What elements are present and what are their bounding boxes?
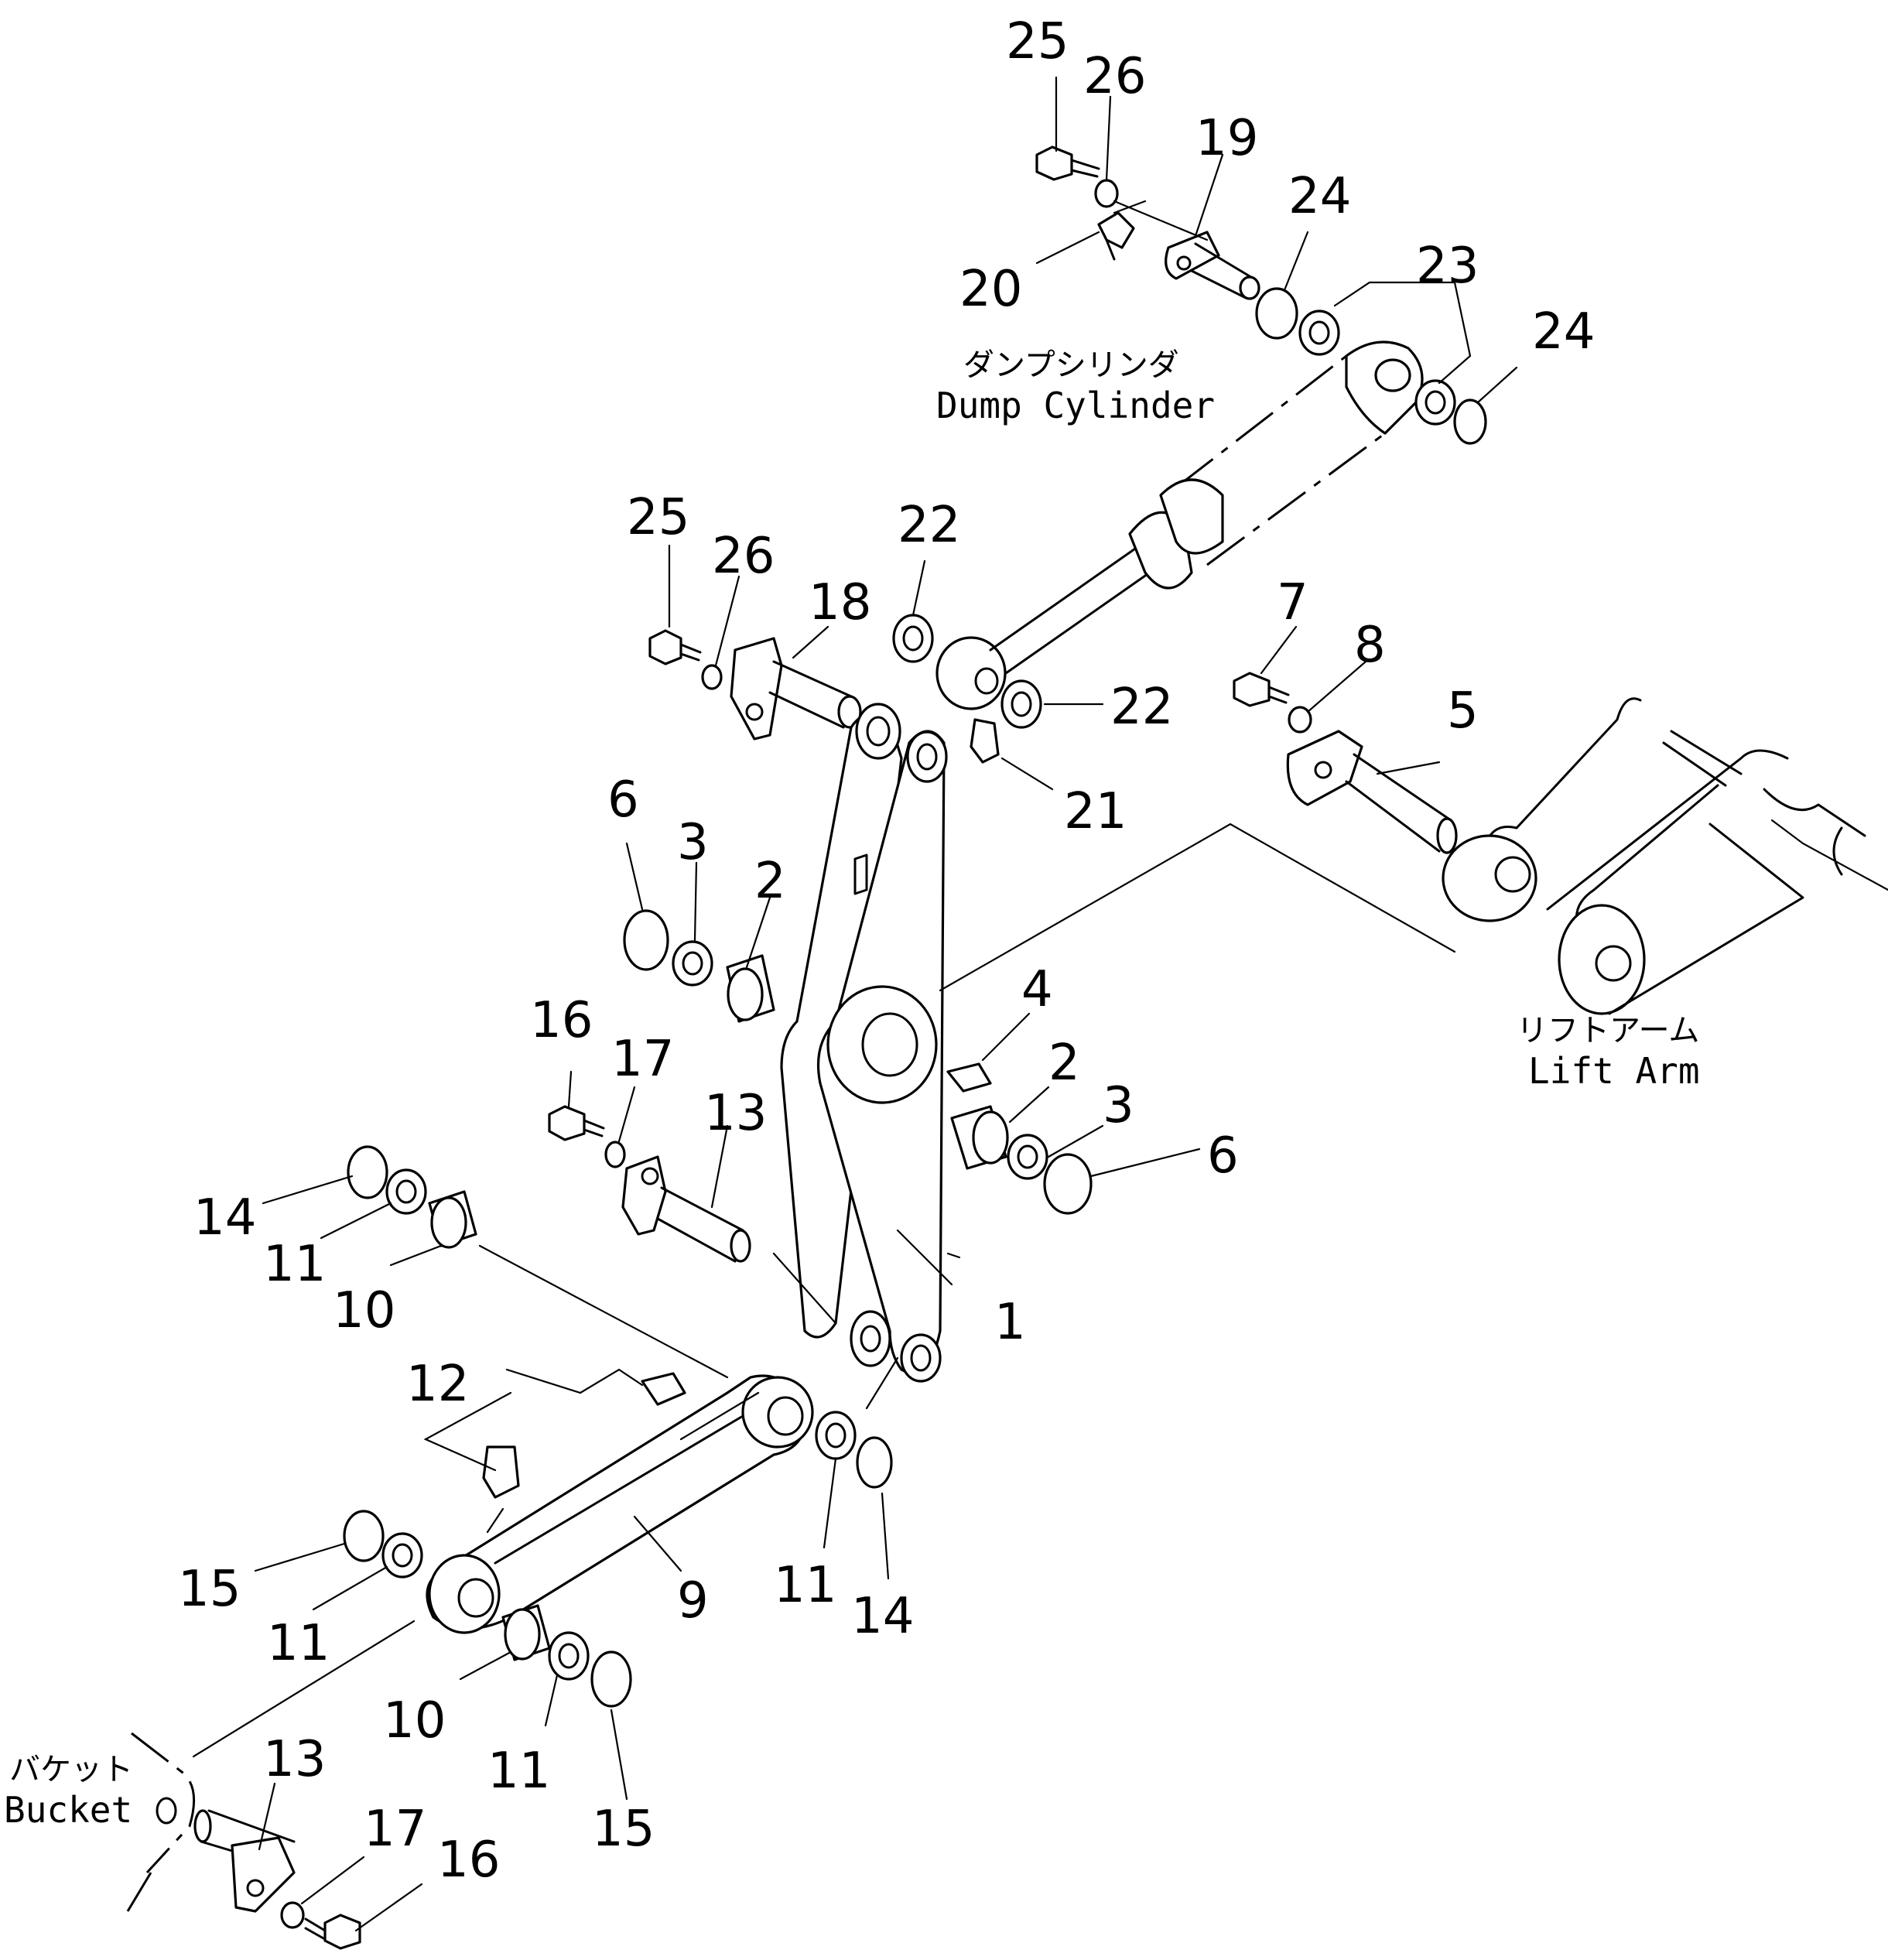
label-8: 8: [1354, 617, 1386, 674]
bushing-3-left: [672, 940, 713, 987]
label-3-left: 3: [677, 814, 709, 871]
label-25-middle: 25: [627, 489, 689, 546]
caption-bucket-jp: バケット: [9, 1752, 133, 1787]
pin-13-upper: [621, 1155, 751, 1263]
label-13-upper: 13: [704, 1085, 767, 1142]
label-9: 9: [677, 1572, 709, 1630]
caption-lift-arm-jp: リフトアーム: [1517, 1013, 1699, 1048]
seal-6-right: [1043, 1153, 1093, 1215]
washer-24-lower: [1453, 398, 1487, 445]
label-19: 19: [1195, 110, 1258, 167]
washer-17-lower: [280, 1901, 305, 1929]
seal-14-upper-left: [347, 1145, 388, 1199]
washer-26-middle: [701, 664, 723, 690]
bushing-23-lower: [1414, 379, 1456, 426]
bushing-3-right: [1007, 1134, 1048, 1180]
bucket-bracket: [126, 1732, 196, 1912]
label-14-upper-left: 14: [193, 1189, 256, 1247]
label-2-left: 2: [754, 853, 786, 910]
label-15-lower-left: 15: [178, 1561, 241, 1618]
label-26-top: 26: [1083, 48, 1146, 105]
label-21: 21: [1064, 783, 1127, 840]
grease-fitting-12-upper: [641, 1372, 686, 1406]
lift-arm: [1442, 697, 1888, 1015]
label-26-middle: 26: [712, 528, 775, 585]
part-number-labels: 25 26 19 24 20 23 24 25 26 18 22 22 21 7…: [178, 13, 1595, 1889]
bolt-25-top: [1035, 145, 1100, 181]
bushing-22-right: [1000, 679, 1042, 729]
washer-24-upper: [1255, 287, 1298, 340]
label-14-upper-right: 14: [851, 1588, 914, 1645]
label-10-upper: 10: [333, 1282, 395, 1339]
label-15-lower-right: 15: [592, 1801, 655, 1858]
seal-6-left: [623, 909, 669, 971]
label-17-lower: 17: [364, 1801, 426, 1858]
grease-fitting-4: [946, 1062, 992, 1093]
washer-26-top: [1094, 179, 1119, 208]
caption-lift-arm-en: Lift Arm: [1528, 1050, 1700, 1092]
label-24-upper: 24: [1288, 168, 1351, 225]
seal-14-upper-right: [856, 1436, 893, 1489]
bushing-2-left: [726, 954, 775, 1023]
label-2-right: 2: [1048, 1035, 1080, 1092]
label-13-lower: 13: [263, 1731, 326, 1788]
label-10-lower: 10: [383, 1692, 446, 1750]
label-1: 1: [994, 1294, 1026, 1351]
caption-bucket-en: Bucket: [4, 1789, 132, 1831]
label-6-right: 6: [1207, 1127, 1239, 1185]
pin-19: [1165, 231, 1260, 300]
pin-18: [730, 637, 862, 741]
label-3-right: 3: [1103, 1077, 1134, 1134]
label-12: 12: [406, 1356, 469, 1413]
bushing-11-lower-left: [381, 1532, 423, 1579]
label-11-upper-left: 11: [263, 1236, 326, 1293]
component-captions: ダンプシリンダ Dump Cylinder リフトアーム Lift Arm バケ…: [4, 347, 1700, 1831]
grease-fitting-21: [970, 718, 1000, 764]
pin-13-lower: [193, 1809, 296, 1913]
bell-crank-1: [780, 703, 948, 1383]
bolt-16-upper: [548, 1105, 605, 1141]
label-22-upper: 22: [898, 497, 960, 554]
bushing-22-left: [892, 614, 934, 663]
label-17-upper: 17: [611, 1031, 674, 1088]
bushing-23-upper: [1298, 310, 1340, 356]
bushing-2-right: [950, 1105, 1009, 1170]
label-16-upper: 16: [530, 992, 593, 1049]
dump-cylinder: [935, 340, 1424, 710]
grease-fitting-12-lower: [482, 1445, 520, 1499]
label-11-lower-right: 11: [487, 1743, 550, 1800]
bolt-16-lower: [304, 1914, 361, 1950]
label-4: 4: [1021, 961, 1053, 1018]
label-5: 5: [1447, 682, 1479, 740]
label-20: 20: [959, 261, 1022, 318]
seal-15-lower-left: [343, 1510, 385, 1562]
label-18: 18: [809, 574, 871, 631]
label-25-top: 25: [1006, 13, 1069, 70]
label-11-lower-left: 11: [267, 1615, 330, 1672]
label-22-lower: 22: [1110, 679, 1173, 736]
link-9: [426, 1374, 814, 1634]
caption-dump-cylinder-en: Dump Cylinder: [936, 385, 1215, 426]
label-24-lower: 24: [1532, 303, 1595, 361]
washer-8: [1288, 706, 1312, 734]
label-7: 7: [1277, 574, 1308, 631]
label-6-left: 6: [607, 771, 639, 829]
washer-17-upper: [604, 1141, 626, 1168]
bolt-7: [1233, 672, 1290, 707]
leader-lines: [192, 76, 1518, 1932]
bolt-25-middle: [648, 629, 702, 665]
bushing-11-upper-right: [815, 1411, 857, 1460]
label-16-lower: 16: [437, 1832, 500, 1889]
grease-fitting-20: [1097, 211, 1135, 261]
bushing-11-lower-right: [548, 1631, 590, 1681]
label-23: 23: [1416, 238, 1479, 295]
pin-5: [1286, 730, 1458, 854]
bushing-10-upper: [428, 1190, 477, 1249]
caption-dump-cylinder-jp: ダンプシリンダ: [963, 347, 1179, 383]
seal-15-lower-right: [590, 1650, 632, 1708]
bushing-11-upper-left: [385, 1168, 427, 1215]
label-11-upper-right: 11: [774, 1557, 836, 1614]
